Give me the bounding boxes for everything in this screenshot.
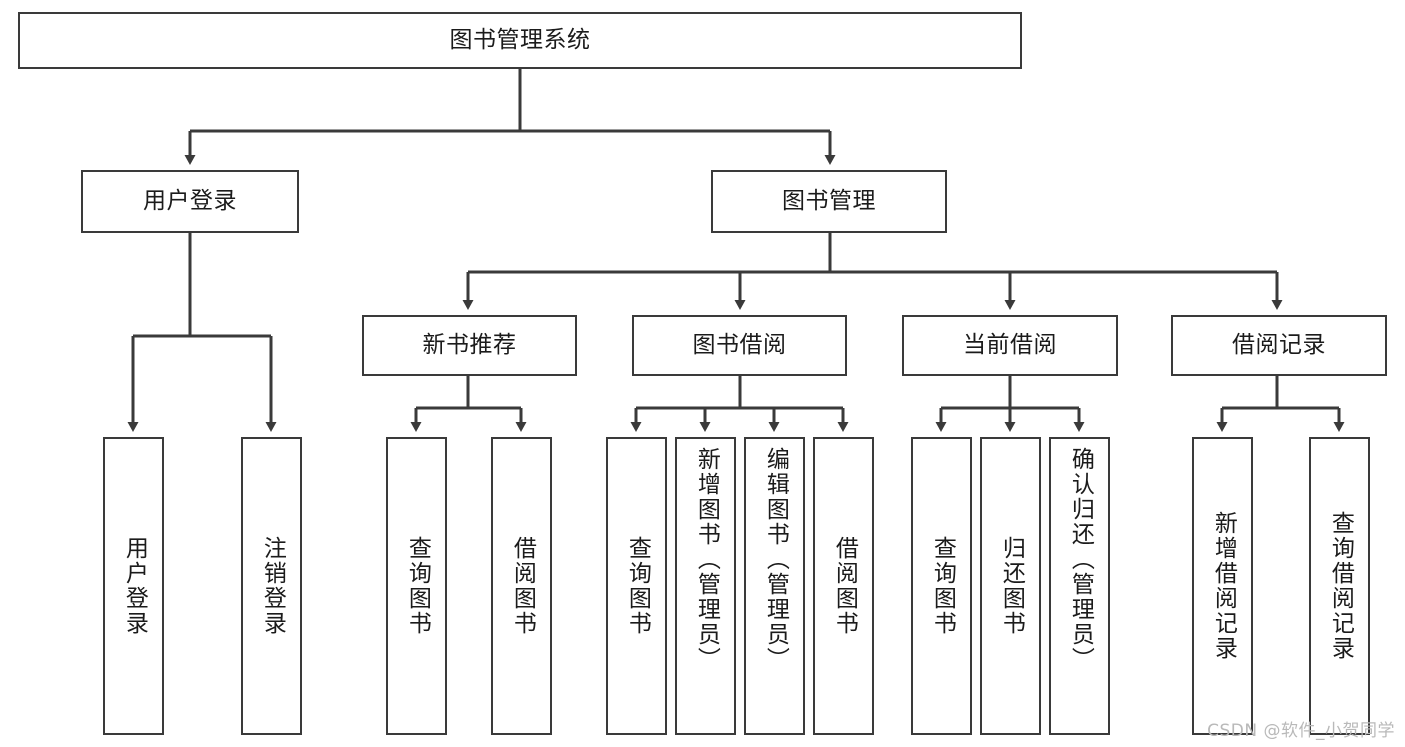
node-label: 注销登录 bbox=[259, 536, 286, 636]
leaf-user-login[interactable]: 用户登录 bbox=[103, 437, 164, 735]
leaf-recommend-query-book[interactable]: 查询图书 bbox=[386, 437, 447, 735]
node-label: 新增借阅记录 bbox=[1210, 511, 1237, 661]
node-new-book-recommend[interactable]: 新书推荐 bbox=[362, 315, 577, 376]
leaf-borrow-edit-book-admin[interactable]: 编辑图书（管理员） bbox=[744, 437, 805, 735]
node-user-login[interactable]: 用户登录 bbox=[81, 170, 299, 233]
node-label: 图书管理 bbox=[782, 188, 876, 214]
node-label: 借阅记录 bbox=[1232, 332, 1326, 358]
leaf-borrow-borrow-book[interactable]: 借阅图书 bbox=[813, 437, 874, 735]
leaf-current-return-book[interactable]: 归还图书 bbox=[980, 437, 1041, 735]
node-book-management[interactable]: 图书管理 bbox=[711, 170, 947, 233]
node-label: 查询图书 bbox=[929, 536, 956, 636]
node-label: 新增图书（管理员） bbox=[693, 447, 720, 672]
node-label: 确认归还（管理员） bbox=[1067, 447, 1094, 672]
node-label: 查询借阅记录 bbox=[1327, 511, 1354, 661]
node-root-system[interactable]: 图书管理系统 bbox=[18, 12, 1022, 69]
leaf-user-logout[interactable]: 注销登录 bbox=[241, 437, 302, 735]
node-label: 编辑图书（管理员） bbox=[762, 447, 789, 672]
node-book-borrow[interactable]: 图书借阅 bbox=[632, 315, 847, 376]
leaf-records-query-record[interactable]: 查询借阅记录 bbox=[1309, 437, 1370, 735]
node-label: 借阅图书 bbox=[509, 536, 536, 636]
node-label: 新书推荐 bbox=[422, 332, 517, 358]
node-label: 归还图书 bbox=[998, 536, 1025, 636]
node-label: 图书管理系统 bbox=[449, 27, 591, 53]
node-label: 用户登录 bbox=[143, 188, 237, 214]
leaf-recommend-borrow-book[interactable]: 借阅图书 bbox=[491, 437, 552, 735]
leaf-current-query-book[interactable]: 查询图书 bbox=[911, 437, 972, 735]
node-label: 查询图书 bbox=[404, 536, 431, 636]
node-borrow-records[interactable]: 借阅记录 bbox=[1171, 315, 1387, 376]
csdn-watermark: CSDN @软件_小贺同学 bbox=[1207, 721, 1395, 741]
leaf-records-add-record[interactable]: 新增借阅记录 bbox=[1192, 437, 1253, 735]
node-label: 借阅图书 bbox=[831, 536, 858, 636]
leaf-borrow-add-book-admin[interactable]: 新增图书（管理员） bbox=[675, 437, 736, 735]
node-label: 用户登录 bbox=[121, 536, 148, 636]
node-label: 当前借阅 bbox=[963, 332, 1057, 358]
node-label: 图书借阅 bbox=[692, 332, 787, 358]
leaf-borrow-query-book[interactable]: 查询图书 bbox=[606, 437, 667, 735]
node-current-borrow[interactable]: 当前借阅 bbox=[902, 315, 1118, 376]
leaf-current-confirm-return-admin[interactable]: 确认归还（管理员） bbox=[1049, 437, 1110, 735]
node-label: 查询图书 bbox=[624, 536, 651, 636]
